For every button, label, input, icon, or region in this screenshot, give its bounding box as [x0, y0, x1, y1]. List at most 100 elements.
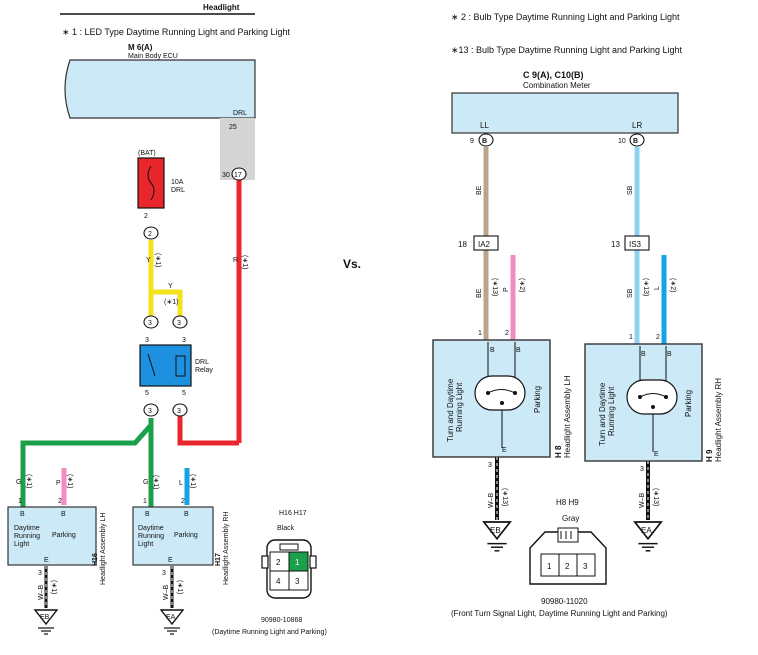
lamp-r-lh-pin2: 2: [505, 330, 509, 337]
fuse-name: DRL: [171, 187, 185, 194]
wire-label-wb-rh-note: (∗1): [176, 580, 183, 594]
lamp-r-lh-code: H 8: [554, 445, 563, 458]
svg-text:3: 3: [148, 408, 152, 415]
svg-text:B: B: [633, 138, 638, 145]
lamp-rh-b2: B: [184, 511, 189, 518]
conn-left-pin2: 1: [295, 558, 300, 567]
wire-label-wb-r-rh: W–B: [639, 493, 646, 509]
conn-left-pin4: 3: [295, 577, 300, 586]
meter-ll: LL: [480, 121, 489, 130]
note-13: ∗13 : Bulb Type Daytime Running Light an…: [451, 45, 683, 55]
wire-label-l-right: L: [654, 286, 661, 290]
lamp-r-rh-e: E: [654, 451, 659, 458]
svg-text:2: 2: [148, 231, 152, 238]
ground-lh-label: EB: [40, 614, 50, 621]
lamp-r-lh-name: Headlight Assembly LH: [563, 375, 572, 458]
lamp-r-lh-pin1: 1: [478, 330, 482, 337]
fuse-rating: 10A: [171, 179, 184, 186]
junction-l-code: IA2: [478, 240, 491, 249]
wire-label-g-note: (∗1): [25, 474, 32, 488]
lamp-lh-parking: Parking: [52, 532, 76, 539]
lamp-lh-drl2: Running: [14, 533, 40, 540]
ecu-pin-top: 25: [229, 124, 237, 131]
pin-relay-out-left: 3: [143, 403, 159, 417]
wire-label-be2: BE: [476, 288, 483, 298]
conn-left-color: Black: [277, 525, 295, 532]
pin-ecu-out: 17: [231, 167, 247, 181]
lamp-rh-pin3: 3: [162, 570, 166, 577]
lamp-lh-drl: Daytime: [14, 525, 40, 532]
note-led: ∗ 1 : LED Type Daytime Running Light and…: [62, 27, 291, 37]
wire-y-branch: [151, 289, 183, 318]
lamp-r-lh-turn2: Running Light: [455, 382, 464, 432]
conn-left-part: 90980-10868: [261, 617, 302, 624]
lamp-rh-pin1: 1: [143, 498, 147, 505]
lamp-r-rh-parking: Parking: [684, 390, 693, 417]
conn-right-codes: H8 H9: [556, 498, 579, 507]
wire-label-wb-lh-note: (∗1): [50, 580, 57, 594]
wire-label-y2: Y: [168, 283, 173, 290]
wire-label-wb-r-lh: W–B: [488, 493, 495, 509]
lamp-rh-e: E: [168, 557, 173, 564]
lamp-rh-name: Headlight Assembly RH: [223, 511, 230, 585]
conn-right-pin1: 1: [547, 562, 552, 571]
meter-pin-right: B: [629, 133, 645, 147]
wire-r-to-relay: [177, 408, 239, 446]
conn-right-part: 90980-11020: [541, 597, 588, 606]
pin-fuse-out: 2: [143, 226, 159, 240]
wire-label-sb2-note: (∗13): [642, 278, 649, 296]
lamp-rh-code: H17: [215, 553, 222, 566]
relay-name: DRL: [195, 359, 209, 366]
lamp-rh-drl3: Light: [138, 541, 153, 548]
lamp-r-lh-b1: B: [490, 347, 495, 354]
wire-label-wb-rh: W–B: [163, 585, 170, 601]
wire-label-g: G: [16, 479, 21, 486]
pin-relay-in-right: 3: [172, 315, 188, 329]
lamp-box-lh: [7, 506, 97, 566]
wire-label-l-note: (∗1): [189, 474, 196, 488]
meter-name: Combination Meter: [523, 81, 591, 90]
wire-label-l-right-note: (∗2): [669, 278, 676, 292]
lamp-rh-parking: Parking: [174, 532, 198, 539]
lamp-lh-pin2: 2: [58, 498, 62, 505]
wire-label-r-note: (∗1): [241, 255, 248, 269]
meter-code: C 9(A), C10(B): [523, 70, 584, 80]
lamp-lh-code: H16: [92, 553, 99, 566]
lamp-r-lh-turn: Turn and Daytime: [446, 378, 455, 442]
conn-left-pin1: 2: [276, 558, 281, 567]
lamp-rh-b1: B: [145, 511, 150, 518]
lamp-lh-pin1: 1: [18, 498, 22, 505]
conn-right-body: [529, 527, 607, 585]
wire-label-be2-note: (∗13): [491, 278, 498, 296]
ecu-code: M 6(A): [128, 43, 153, 52]
relay-name2: Relay: [195, 367, 213, 374]
lamp-r-lh-parking: Parking: [533, 386, 542, 413]
conn-left-body: [261, 539, 317, 599]
conn-right-pin3: 3: [583, 562, 588, 571]
lamp-r-lh-pin3: 3: [488, 462, 492, 469]
vs-label: Vs.: [343, 257, 361, 271]
wire-label-wb-r-lh-note: (∗13): [501, 488, 508, 506]
wire-label-g2-note: (∗1): [152, 475, 159, 489]
wire-label-y2-note: (∗1): [164, 299, 178, 306]
pin-relay-out-right: 3: [172, 403, 188, 417]
conn-left-codes: H16 H17: [279, 510, 307, 517]
wire-label-r: R: [233, 257, 238, 264]
lamp-r-rh-bulb: [626, 346, 678, 452]
meter-box: [451, 92, 679, 134]
svg-text:3: 3: [177, 320, 181, 327]
wire-label-p-right-note: (∗2): [518, 278, 525, 292]
wire-label-wb-lh: W–B: [38, 585, 45, 601]
relay-pin-br: 5: [182, 390, 186, 397]
fuse-pin: 2: [144, 213, 148, 220]
lamp-r-rh-code: H 9: [705, 449, 714, 462]
lamp-rh-pin2: 2: [181, 498, 185, 505]
junction-r-box: [624, 235, 650, 251]
wire-label-y-note: (∗1): [154, 253, 161, 267]
relay-box: [139, 344, 192, 387]
conn-left-pin3: 4: [276, 577, 281, 586]
ground-r-rh-label: EA: [641, 526, 652, 535]
lamp-r-rh-turn: Turn and Daytime: [598, 382, 607, 446]
ecu-pin-label: DRL: [233, 110, 247, 117]
